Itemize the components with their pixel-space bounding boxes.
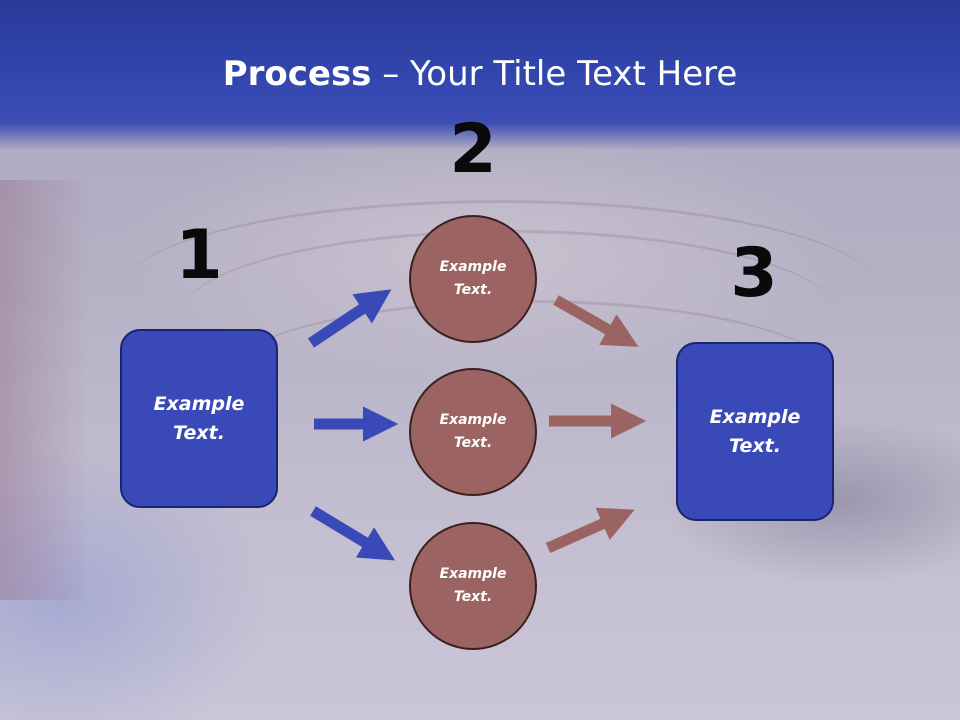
circle-top-label: Example Text. bbox=[439, 259, 507, 298]
title-bar: Process – Your Title Text Here bbox=[0, 0, 960, 150]
arrow-right-icon bbox=[307, 289, 392, 348]
background-shade bbox=[0, 180, 90, 600]
circle-middle[interactable]: Example Text. bbox=[409, 368, 537, 496]
step-number-3: 3 bbox=[730, 234, 778, 313]
circle-bottom[interactable]: Example Text. bbox=[409, 522, 537, 650]
left-box-label: Example Text. bbox=[153, 392, 245, 444]
step-number-2: 2 bbox=[449, 110, 497, 189]
circle-bottom-label: Example Text. bbox=[439, 566, 507, 605]
arrow-right-icon bbox=[553, 295, 639, 347]
arrow-right-icon bbox=[545, 507, 635, 554]
circle-top[interactable]: Example Text. bbox=[409, 215, 537, 343]
circle-middle-label: Example Text. bbox=[439, 412, 507, 451]
slide-title[interactable]: Process – Your Title Text Here bbox=[0, 52, 960, 96]
title-rest: – Your Title Text Here bbox=[371, 54, 738, 94]
step-number-1: 1 bbox=[175, 216, 223, 295]
title-bold: Process bbox=[222, 54, 372, 94]
left-box[interactable]: Example Text. bbox=[120, 329, 278, 508]
right-box-label: Example Text. bbox=[709, 405, 801, 457]
background-line bbox=[120, 200, 880, 383]
arrow-right-icon bbox=[310, 506, 396, 561]
right-box[interactable]: Example Text. bbox=[676, 342, 834, 521]
